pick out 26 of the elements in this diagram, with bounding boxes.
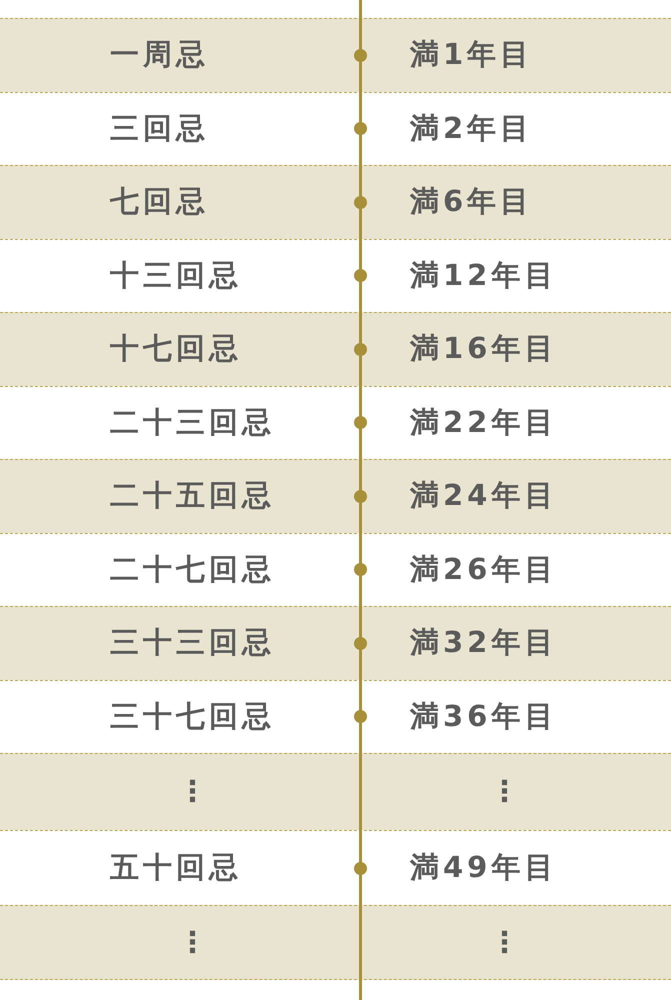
year-label: 満12年目 [410, 260, 558, 292]
memorial-name: 二十七回忌 [110, 554, 275, 586]
year-label: 満36年目 [410, 700, 558, 733]
memorial-name: 五十回忌 [110, 852, 242, 884]
year-label: 満32年目 [410, 627, 558, 660]
year-label: 満16年目 [410, 333, 558, 366]
year-label: 満24年目 [410, 480, 558, 512]
ellipsis: ⋮ [178, 926, 211, 958]
memorial-name: 十七回忌 [110, 333, 242, 366]
memorial-name: 七回忌 [110, 186, 209, 218]
memorial-name: 十三回忌 [110, 260, 242, 292]
memorial-name: 三回忌 [110, 112, 209, 145]
year-label: 満2年目 [410, 112, 534, 145]
year-label: 満1年目 [410, 39, 534, 72]
memorial-name: 二十三回忌 [110, 406, 275, 439]
year-label: 満6年目 [410, 186, 534, 218]
memorial-name: 三十七回忌 [110, 700, 275, 733]
year-label: 満49年目 [410, 852, 558, 884]
ellipsis: ⋮ [178, 776, 211, 808]
ellipsis: ⋮ [490, 926, 523, 958]
year-label: 満22年目 [410, 406, 558, 439]
ellipsis: ⋮ [490, 776, 523, 808]
memorial-name: 二十五回忌 [110, 480, 275, 512]
year-label: 満26年目 [410, 554, 558, 586]
memorial-name: 一周忌 [110, 39, 209, 72]
memorial-name: 三十三回忌 [110, 627, 275, 660]
